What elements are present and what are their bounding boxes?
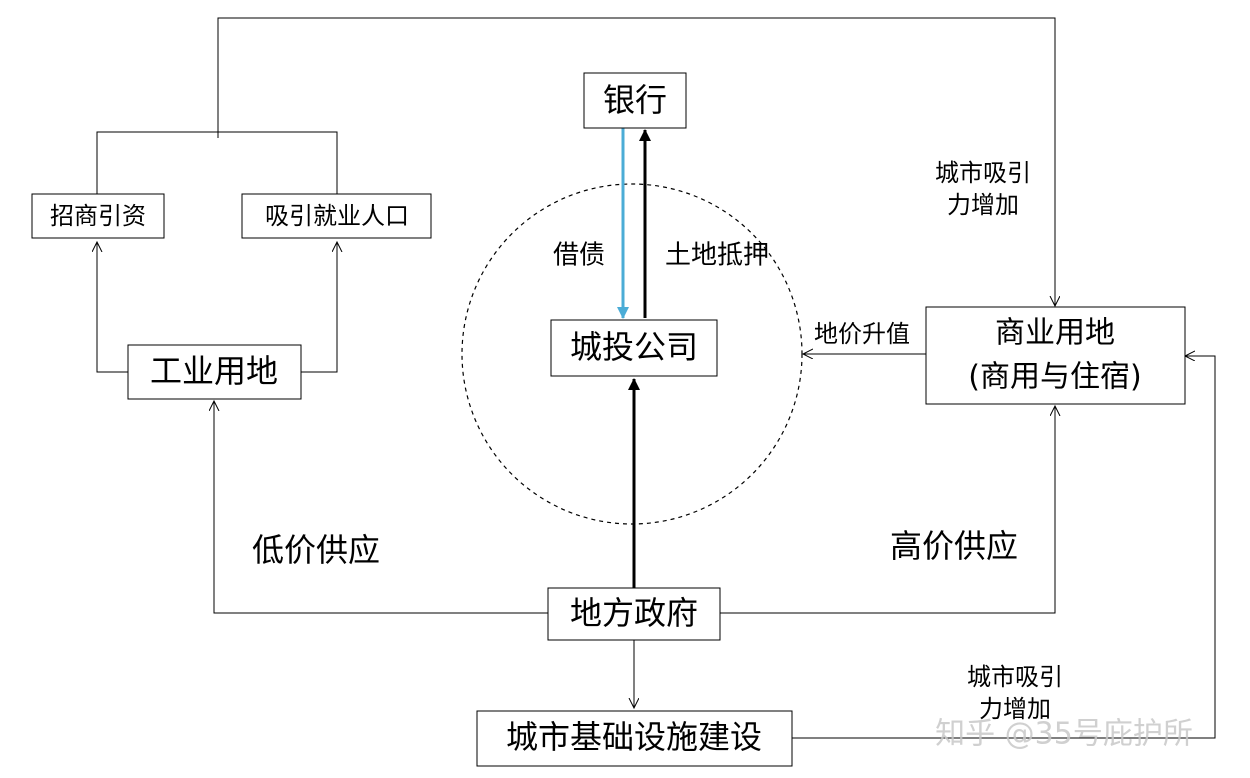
chengtou-box bbox=[550, 319, 718, 377]
chengtou-label: 城投公司 bbox=[570, 328, 698, 366]
low-price-supply-label: 低价供应 bbox=[252, 531, 380, 569]
bank-box bbox=[583, 72, 687, 129]
local-gov-box bbox=[547, 587, 721, 641]
local-gov-label: 地方政府 bbox=[570, 594, 698, 632]
arrow-industrial-to-attract-investment bbox=[97, 242, 128, 373]
bank-label: 银行 bbox=[603, 81, 667, 119]
commercial-land-label-line2: (商用与住宿) bbox=[968, 360, 1141, 395]
arrow-gov-to-commercial bbox=[720, 406, 1055, 614]
attract-investment-box bbox=[31, 193, 165, 239]
land-mortgage-label: 土地抵押 bbox=[665, 241, 769, 271]
infrastructure-label: 城市基础设施建设 bbox=[506, 718, 762, 756]
arrow-infrastructure-to-commercial bbox=[792, 356, 1216, 739]
branch-connector bbox=[96, 131, 338, 194]
arrow-industrial-to-attract-population bbox=[301, 242, 337, 373]
infrastructure-box bbox=[476, 710, 793, 767]
industrial-land-label: 工业用地 bbox=[150, 352, 278, 390]
watermark: 知乎 @35号庇护所 bbox=[935, 717, 1193, 752]
attract-investment-label: 招商引资 bbox=[50, 202, 146, 230]
attract-population-label: 吸引就业人口 bbox=[265, 202, 409, 230]
city-attraction-top-line2: 力增加 bbox=[947, 191, 1019, 219]
arrow-gov-to-industrial bbox=[214, 401, 548, 614]
commercial-land-label-line1: 商业用地 bbox=[995, 316, 1115, 351]
industrial-land-box bbox=[127, 344, 302, 400]
city-attraction-top-line1: 城市吸引 bbox=[935, 159, 1031, 187]
borrowing-label: 借债 bbox=[553, 241, 605, 271]
city-attraction-bottom-line1: 城市吸引 bbox=[967, 663, 1063, 691]
land-price-up-label: 地价升值 bbox=[814, 320, 910, 348]
city-attraction-bottom-line2: 力增加 bbox=[979, 695, 1051, 723]
attract-population-box bbox=[241, 193, 432, 239]
top-loop-line bbox=[217, 17, 1055, 306]
commercial-land-box bbox=[925, 306, 1186, 405]
high-price-supply-label: 高价供应 bbox=[890, 527, 1018, 565]
